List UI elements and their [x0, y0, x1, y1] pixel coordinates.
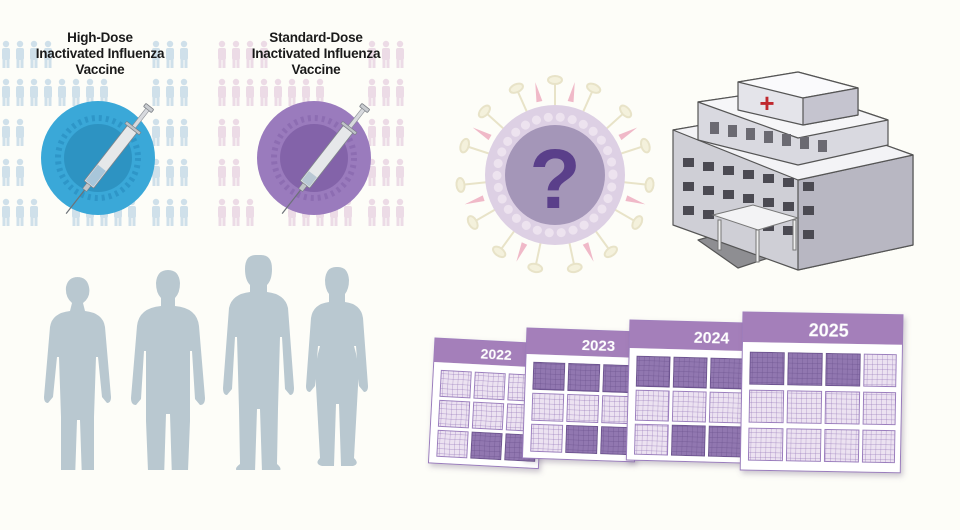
- calendar-year-label: 2024: [694, 330, 730, 348]
- red-cross-icon: +: [759, 88, 774, 118]
- title-line: Standard-Dose: [269, 30, 363, 45]
- standard-dose-title: Standard-Dose Inactivated Influenza Vacc…: [216, 30, 416, 78]
- calendar-year-label: 2022: [480, 345, 512, 363]
- title-line: Inactivated Influenza: [35, 46, 165, 61]
- title-line: Vaccine: [75, 62, 125, 77]
- title-line: High-Dose: [67, 30, 133, 45]
- people-silhouettes-icon: [44, 255, 368, 470]
- person-silhouette-icon: [306, 267, 368, 466]
- person-silhouette-icon: [44, 277, 111, 470]
- question-mark-icon: ?: [529, 132, 580, 226]
- calendar-year-label: 2025: [808, 320, 848, 341]
- high-dose-vaccine-panel: High-Dose Inactivated Influenza Vaccine: [0, 0, 200, 240]
- calendar-year-label: 2023: [581, 337, 615, 355]
- person-silhouette-icon: [223, 255, 294, 470]
- standard-dose-vaccine-panel: Standard-Dose Inactivated Influenza Vacc…: [216, 0, 416, 240]
- person-silhouette-icon: [131, 270, 205, 470]
- calendar-2025-icon: 2025: [739, 311, 904, 474]
- calendar-2024-icon: 2024: [625, 319, 749, 464]
- syringe-icon: [65, 103, 154, 214]
- calendar-2023-icon: 2023: [521, 327, 640, 463]
- syringe-icon: [281, 103, 370, 214]
- influenza-virus-icon: ?: [455, 75, 655, 275]
- hospital-building-icon: +: [672, 71, 914, 271]
- title-line: Vaccine: [291, 62, 341, 77]
- calendars-group: 2022 2023 2024 2025: [427, 311, 904, 474]
- title-line: Inactivated Influenza: [251, 46, 381, 61]
- high-dose-title: High-Dose Inactivated Influenza Vaccine: [0, 30, 200, 78]
